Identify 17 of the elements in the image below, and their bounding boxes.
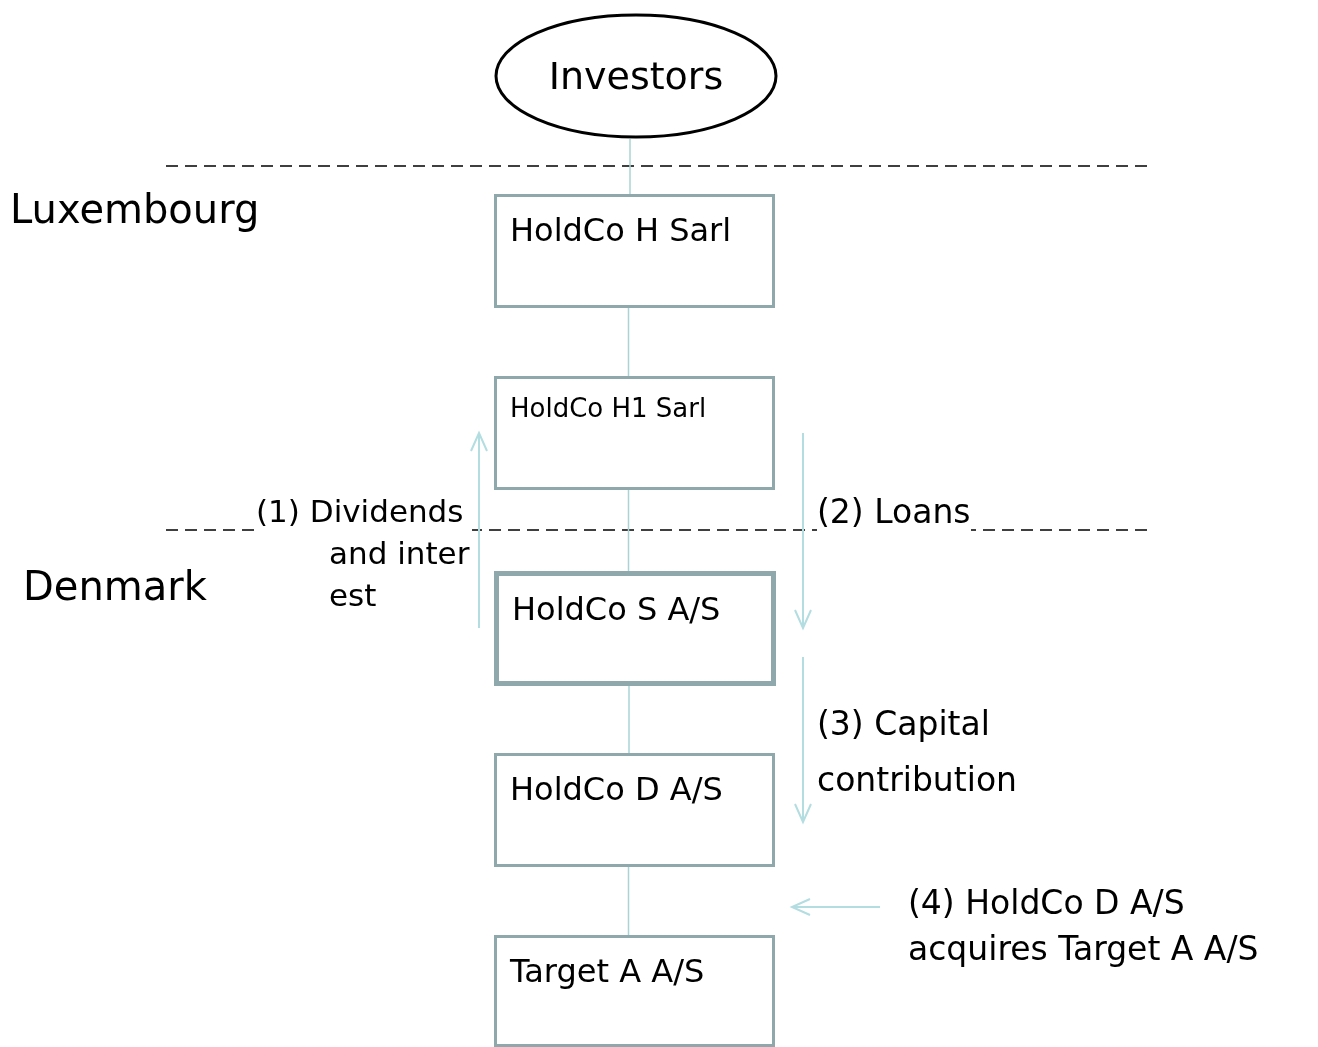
entity-name: HoldCo H1 Sarl [510,393,707,423]
entity-box [494,935,775,1047]
entity-name: Investors [548,54,724,98]
entity-box [494,376,775,490]
entity-name: HoldCo S A/S [512,590,721,628]
entity-name: Target A A/S [510,952,705,990]
entity-box [494,753,775,867]
entity-name: HoldCo D A/S [510,770,723,808]
connector-line [629,138,631,195]
ellipse-node [494,13,778,139]
entity-box [494,194,775,308]
connector-line [628,685,630,754]
connector-line [627,866,630,936]
connector-line [627,489,630,572]
entity-name: HoldCo H Sarl [510,211,732,249]
entity-box [494,571,776,686]
connector-line [627,307,630,377]
